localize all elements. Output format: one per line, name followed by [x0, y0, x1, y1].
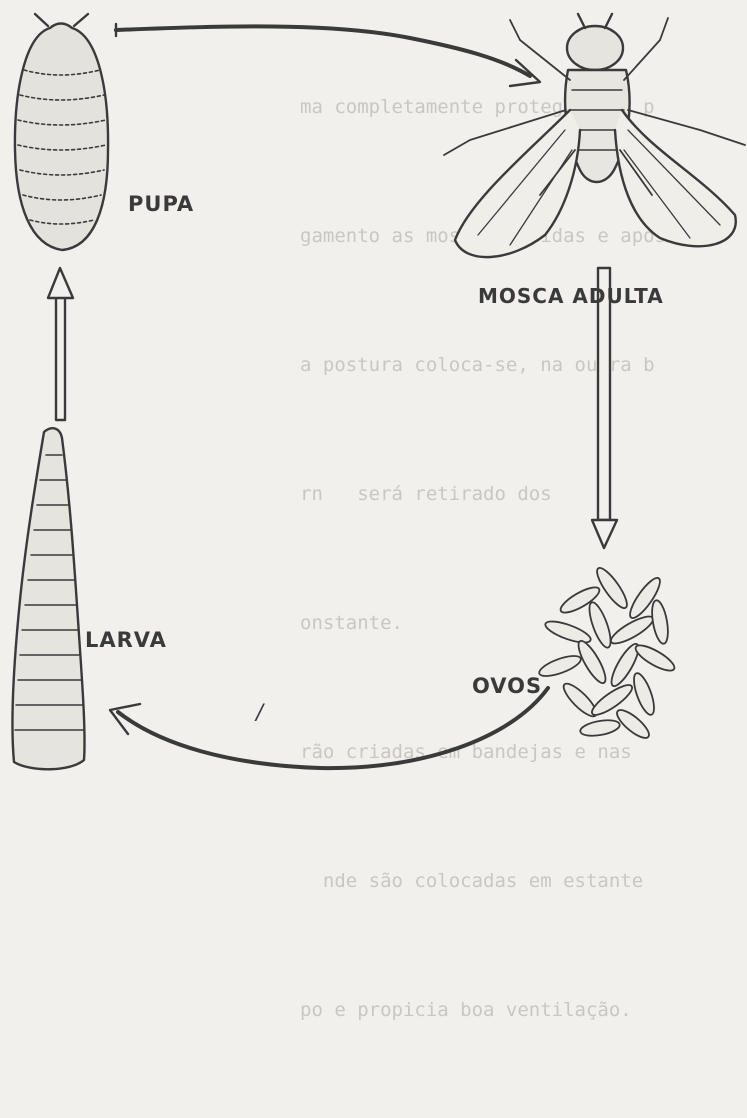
- arrow-larva-to-pupa: [48, 268, 73, 420]
- diagram-drawing: [0, 0, 747, 774]
- label-larva: LARVA: [85, 628, 167, 652]
- life-cycle-diagram: ma completamente protegida da p gamento …: [0, 0, 747, 774]
- bleed-line: nde são colocadas em estante: [300, 860, 747, 903]
- label-eggs: OVOS: [472, 674, 542, 698]
- label-adult-fly: MOSCA ADULTA: [478, 284, 664, 308]
- arrow-pupa-to-adult: [116, 24, 540, 86]
- pupa-illustration: [15, 14, 108, 250]
- stray-pen-mark: /: [256, 700, 264, 724]
- label-pupa: PUPA: [128, 192, 194, 216]
- adult-fly-illustration: [444, 14, 745, 257]
- eggs-illustration: [537, 564, 678, 742]
- bleed-line: po e propicia boa ventilação.: [300, 989, 747, 1032]
- arrow-eggs-to-larva: [110, 688, 548, 768]
- arrow-adult-to-eggs: [592, 268, 617, 548]
- larva-illustration: [12, 428, 84, 769]
